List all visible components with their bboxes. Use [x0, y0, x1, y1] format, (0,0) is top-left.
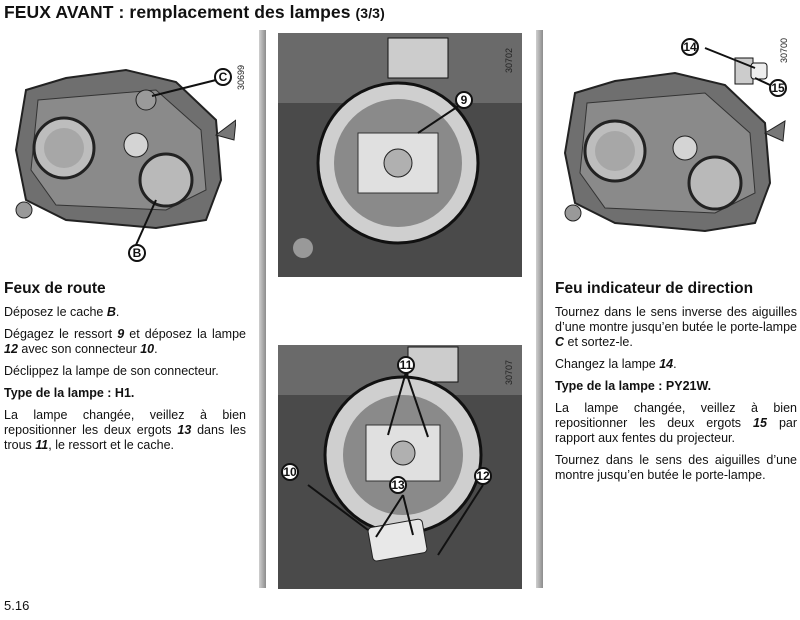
paragraph: La lampe changée, veillez à bien reposit… — [555, 401, 798, 445]
callout-14: 14 — [681, 38, 699, 56]
figure-ref: 30699 — [236, 64, 246, 90]
callout-13: 13 — [389, 476, 407, 494]
paragraph: Changez la lampe 14. — [555, 357, 677, 371]
column-divider-left — [259, 30, 266, 588]
paragraph: Déposez le cache B. — [4, 305, 120, 319]
callout-15: 15 — [769, 79, 787, 97]
section-heading: Feu indicateur de direction — [555, 280, 754, 297]
column-divider-right — [536, 30, 543, 588]
indicator-lamp-figure: 14 15 30700 — [555, 33, 795, 273]
headlamp-rear-figure: C B 30699 — [6, 60, 252, 270]
figure-ref: 30702 — [504, 47, 514, 73]
page-title: FEUX AVANT : remplacement des lampes (3/… — [4, 2, 385, 22]
callout-11: 11 — [397, 356, 415, 374]
page-number: 5.16 — [4, 598, 30, 613]
paragraph: Déclippez la lampe de son connecteur. — [4, 364, 219, 378]
paragraph: Tournez dans le sens des aiguilles d’une… — [555, 453, 797, 482]
section-heading: Feux de route — [4, 280, 106, 297]
callout-c: C — [214, 68, 232, 86]
page-part: (3/3) — [355, 5, 385, 21]
lamp-type: Type de la lampe : H1. — [4, 386, 135, 400]
figure-ref: 30707 — [504, 359, 514, 385]
callout-10: 10 — [281, 463, 299, 481]
lamp-removal-figure: 11 10 13 12 30707 — [278, 345, 522, 589]
figure-ref: 30700 — [779, 37, 789, 63]
indicator-section: Feu indicateur de direction Tournez dans… — [555, 281, 797, 490]
bulb-compartment-figure: 9 30702 — [278, 33, 522, 277]
paragraph: Tournez dans le sens inverse des aiguill… — [555, 305, 797, 349]
callout-b: B — [128, 244, 146, 262]
callout-9: 9 — [455, 91, 473, 109]
paragraph: Dégagez le ressort 9 et déposez la lampe… — [4, 327, 246, 356]
paragraph: La lampe changée, veillez à bien reposit… — [4, 408, 247, 452]
callout-12: 12 — [474, 467, 492, 485]
lamp-type: Type de la lampe : PY21W. — [555, 379, 712, 393]
high-beam-section: Feux de route Déposez le cache B. Dégage… — [4, 281, 246, 460]
